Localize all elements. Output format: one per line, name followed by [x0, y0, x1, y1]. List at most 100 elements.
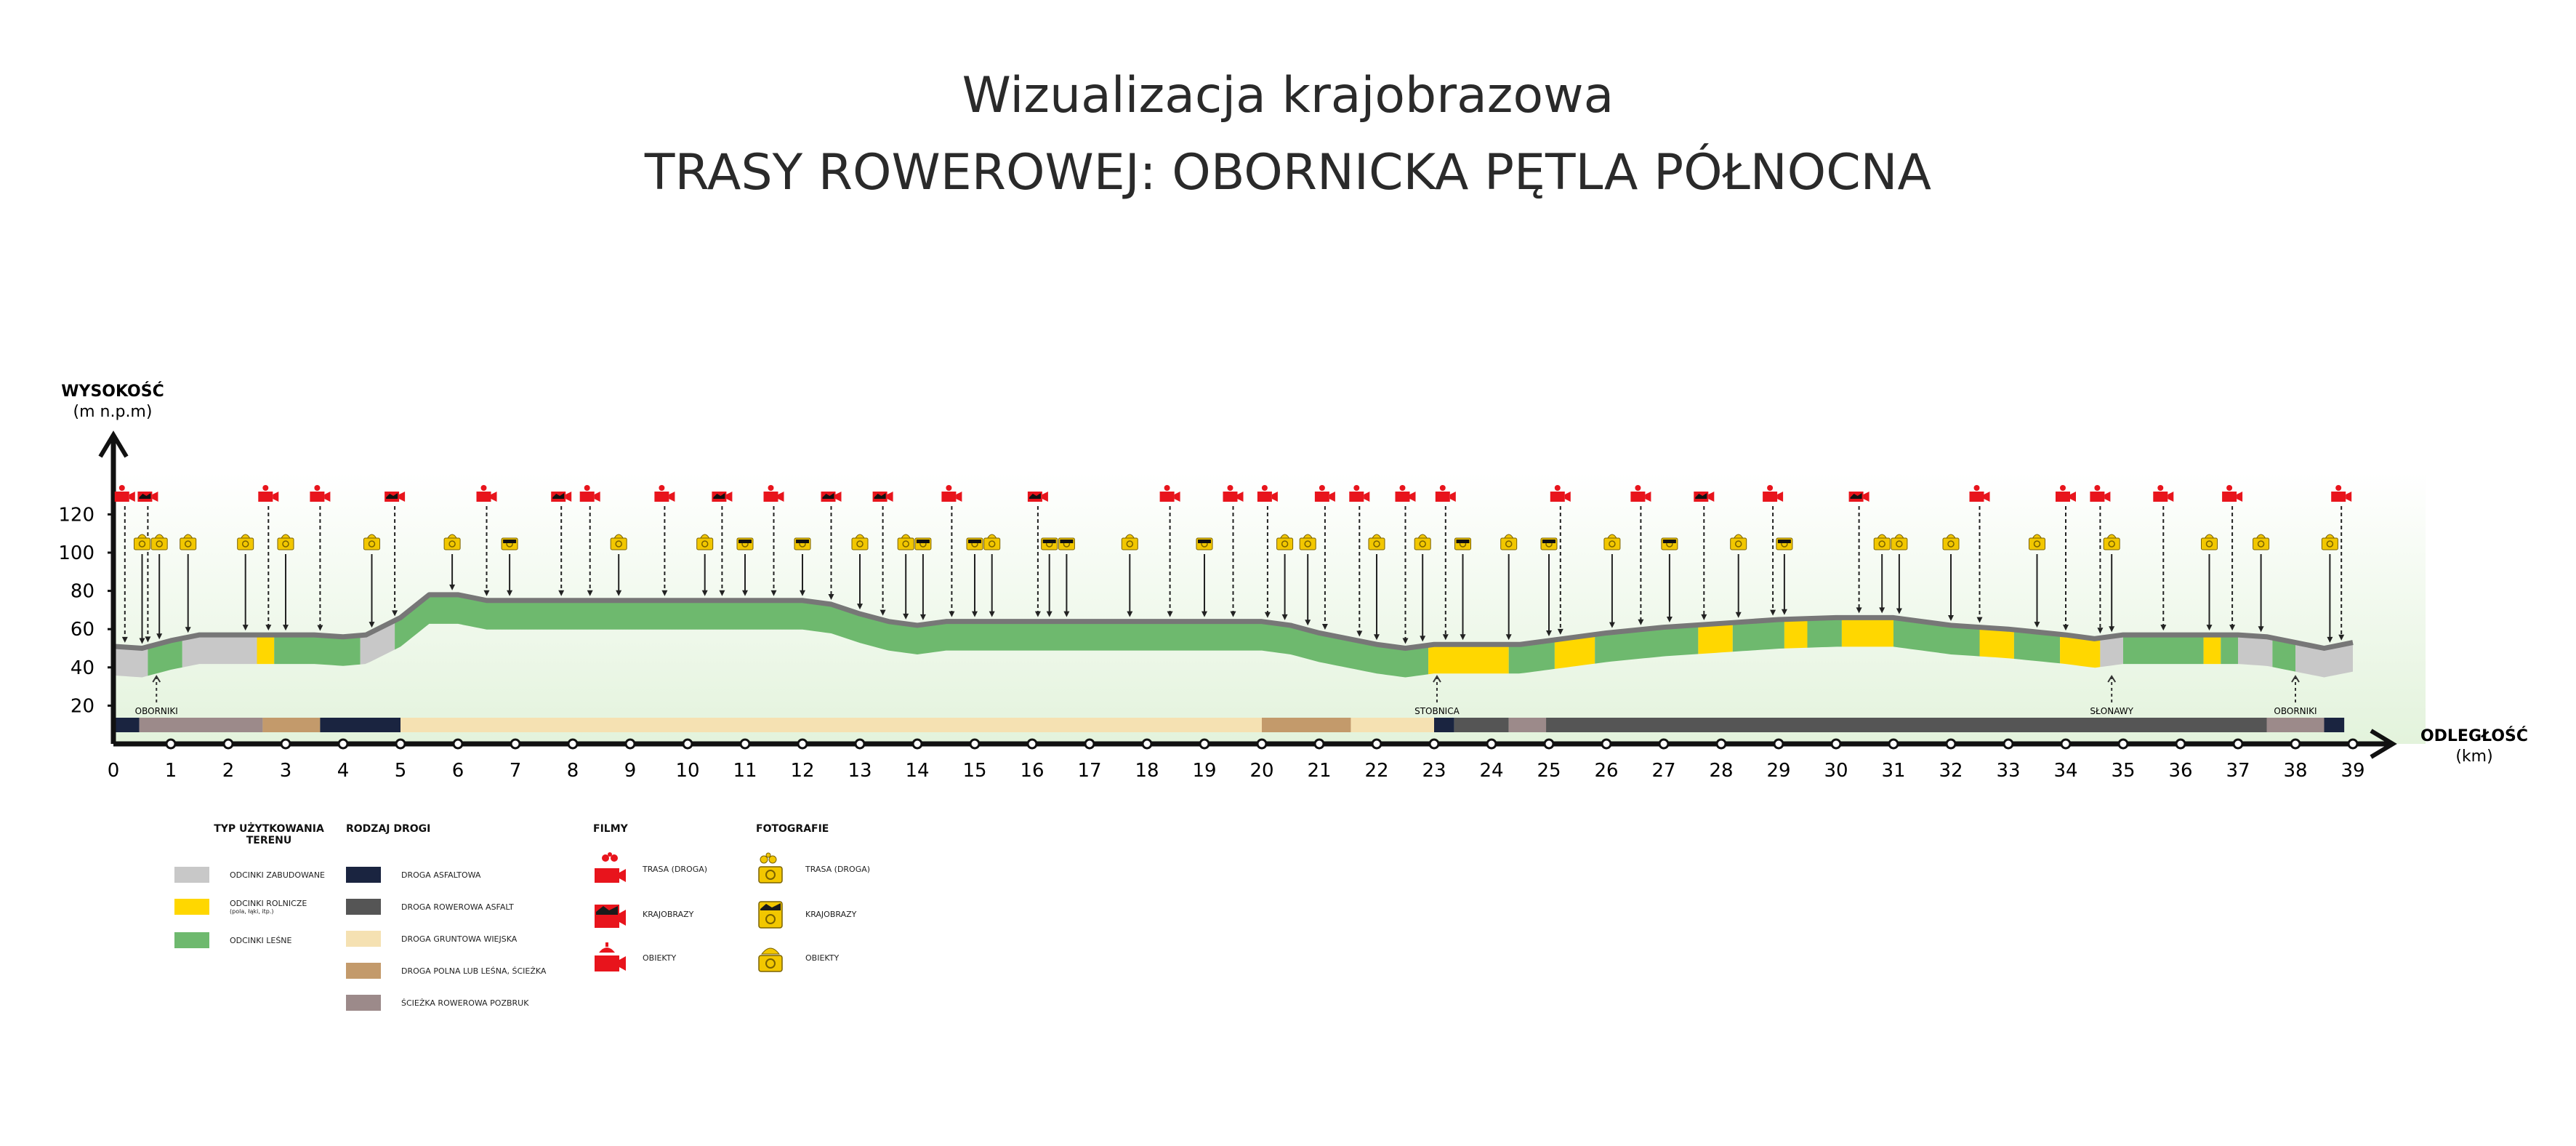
x-tick-label: 39	[2340, 760, 2364, 782]
marker-pointer-arrow	[1442, 634, 1449, 641]
legend-road-heading: RODZAJ DROGI	[346, 823, 431, 835]
swatch-asfalt	[346, 867, 381, 883]
film-lens	[152, 492, 158, 502]
x-tick	[2347, 738, 2359, 750]
photo-camera-trasa-icon	[1500, 534, 1518, 550]
film-lens	[835, 492, 842, 502]
x-tick-label: 29	[1766, 760, 1790, 782]
photo-lens	[2108, 540, 2115, 548]
photo-lens	[856, 540, 864, 548]
film-body	[2222, 492, 2237, 502]
photo-top	[1946, 534, 1956, 539]
film-body	[1223, 492, 1238, 502]
photo-lens	[1947, 540, 1955, 548]
x-tick	[1715, 738, 1727, 750]
y-tick-label: 80	[71, 581, 94, 603]
film-reel	[118, 485, 125, 491]
legend-label: ODCINKI ROLNICZE(pola, łąki, itp.)	[230, 899, 307, 915]
x-tick-label: 23	[1422, 760, 1446, 782]
film-camera-object-icon	[595, 942, 626, 971]
film-camera-trasa-icon	[1257, 485, 1278, 502]
film-body	[310, 492, 325, 502]
x-tick	[1486, 738, 1497, 750]
photo-top	[2032, 534, 2042, 539]
x-tick	[1601, 738, 1612, 750]
film-camera-trasa-icon	[1550, 485, 1571, 502]
place-label: OBORNIKI	[2274, 706, 2317, 716]
photo-body	[897, 537, 914, 550]
photo-body	[2201, 537, 2218, 550]
x-tick-label: 0	[108, 760, 120, 782]
x-tick-label: 9	[624, 760, 637, 782]
x-tick-label: 10	[675, 760, 699, 782]
film-camera-trasa-icon	[763, 485, 784, 502]
land-use-band-lesne	[148, 639, 182, 676]
x-tick-label: 26	[1594, 760, 1618, 782]
photo-camera-krajobrazy-icon	[914, 537, 932, 550]
x-tick-label: 12	[790, 760, 814, 782]
road-segment-rowerowa_asfalt	[1454, 718, 1509, 732]
marker-pointer-arrow	[1856, 607, 1862, 614]
marker-pointer-arrow	[1557, 628, 1563, 635]
photo-lens	[1126, 540, 1134, 548]
photo-lens	[1505, 540, 1513, 548]
legend-item-photo-object: OBIEKTY	[756, 941, 839, 974]
photo-camera-trasa-icon	[443, 534, 461, 550]
film-reel	[946, 485, 952, 491]
film-lens	[2346, 492, 2352, 502]
legend-photos: FOTOGRAFIE TRASA (DROGA) KRAJOBRAZY OBIE…	[756, 823, 930, 1012]
marker-pointer-arrow	[2034, 622, 2040, 628]
film-camera-trasa-icon	[579, 485, 600, 502]
film-lens	[273, 492, 279, 502]
film-reel	[480, 485, 487, 491]
film-camera-trasa-icon	[258, 485, 279, 502]
y-axis-arrow	[98, 430, 129, 458]
photo-camera-krajobrazy-icon	[736, 537, 754, 550]
photo-top	[154, 534, 165, 539]
land-use-band-zabudowane	[2295, 644, 2353, 678]
film-reel	[1439, 485, 1446, 491]
road-segment-asfaltowa	[2324, 718, 2345, 732]
photo-camera-trasa-icon	[2201, 534, 2218, 550]
film-reel	[2094, 485, 2101, 491]
swatch-built	[174, 867, 209, 883]
x-tick	[337, 738, 349, 750]
photo-lens	[2326, 540, 2334, 548]
place-label: STOBNICA	[1414, 706, 1460, 716]
marker-pointer-arrow	[2229, 625, 2236, 631]
film-body	[1314, 492, 1329, 502]
photo-camera-krajobrazy-icon	[1196, 537, 1213, 550]
swatch-pozbruk	[346, 995, 381, 1011]
marker-pointer-arrow	[483, 590, 490, 596]
film-body	[654, 492, 669, 502]
photo-lens	[1609, 540, 1616, 548]
photo-lens	[1304, 540, 1311, 548]
film-body	[1550, 492, 1565, 502]
film-landscape	[874, 493, 886, 499]
photo-lens	[138, 540, 146, 548]
film-reel	[2335, 485, 2342, 491]
film-landscape	[386, 493, 398, 499]
film-reel	[1767, 485, 1774, 491]
photo-body	[2029, 537, 2045, 550]
marker-pointer-arrow	[989, 611, 995, 617]
elevation-profile	[113, 592, 2354, 651]
film-landscape	[822, 493, 834, 499]
film-lens	[1863, 492, 1869, 502]
photo-camera-trasa-icon	[2029, 534, 2045, 550]
marker-pointer-arrow	[139, 638, 145, 644]
legend-item-rower-asfalt: DROGA ROWEROWA ASFALT	[346, 899, 514, 915]
legend-films: FILMY TRASA (DROGA) KRAJOBRAZY OBIEKTY	[593, 823, 768, 1012]
film-lens	[1329, 492, 1335, 502]
film-camera-trasa-icon	[941, 485, 962, 502]
marker-pointer-arrow	[1505, 634, 1512, 641]
x-tick	[1830, 738, 1842, 750]
legend-label: ŚCIEŻKA ROWEROWA POZBRUK	[401, 998, 529, 1008]
marker-pointer-arrow	[2338, 634, 2345, 641]
photo-lens	[1878, 540, 1885, 548]
road-segment-polna	[1262, 718, 1351, 732]
film-camera-krajobrazy-icon	[1848, 492, 1869, 502]
photo-camera-trasa-icon	[2253, 534, 2270, 550]
legend-item-pozbruk: ŚCIEŻKA ROWEROWA POZBRUK	[346, 995, 528, 1011]
marker-pointer-arrow	[283, 625, 289, 631]
